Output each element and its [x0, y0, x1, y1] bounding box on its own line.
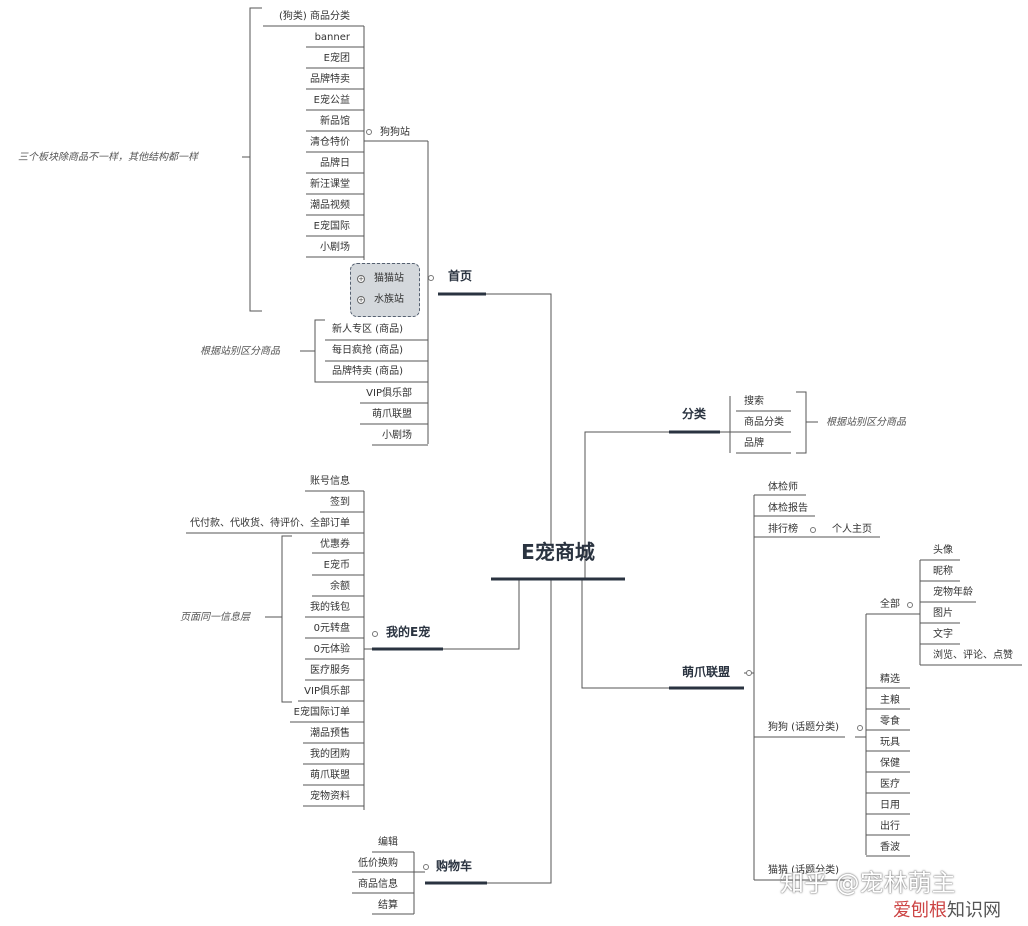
dog-item-7[interactable]: 品牌日 — [320, 158, 350, 169]
cart-topic[interactable]: 购物车 — [436, 859, 473, 873]
watermark-site: 爱刨根知识网 — [893, 896, 1001, 922]
all-label[interactable]: 全部 — [880, 599, 900, 610]
dog-item-10[interactable]: E宠国际 — [313, 221, 350, 232]
topic-item-2[interactable]: 零食 — [880, 716, 900, 727]
dog-topics-label[interactable]: 狗狗 (话题分类) — [768, 722, 839, 733]
category-item-1[interactable]: 商品分类 — [744, 417, 784, 428]
alliance-top-item-1[interactable]: 体检报告 — [768, 503, 808, 514]
all-item-2[interactable]: 宠物年龄 — [933, 587, 973, 598]
note-station-products: 根据站别区分商品 — [200, 346, 280, 357]
dog-item-8[interactable]: 新汪课堂 — [310, 179, 350, 190]
dog-item-11[interactable]: 小剧场 — [320, 242, 350, 253]
collapse-dot-icon[interactable] — [428, 275, 434, 281]
topic-item-3[interactable]: 玩具 — [880, 737, 900, 748]
alliance-top-item-0[interactable]: 体检师 — [768, 482, 798, 493]
cart-item-0[interactable]: 编辑 — [378, 837, 398, 848]
all-item-5[interactable]: 浏览、评论、点赞 — [933, 650, 1013, 661]
category-item-2[interactable]: 品牌 — [744, 438, 764, 449]
mine-bottom-item-0[interactable]: E宠国际订单 — [293, 707, 350, 718]
collapse-dot-icon[interactable] — [372, 631, 378, 637]
home-other-item-2[interactable]: 小剧场 — [382, 430, 412, 441]
product-item-1[interactable]: 每日疯抢 (商品) — [332, 345, 403, 356]
cat-topics-label[interactable]: 猫猫 (话题分类) — [768, 865, 839, 876]
mine-topic[interactable]: 我的E宠 — [386, 625, 431, 639]
watermark-red-text: 爱刨根 — [893, 900, 947, 921]
personal-page-label[interactable]: 个人主页 — [832, 524, 872, 535]
mine-layer-item-4[interactable]: 0元转盘 — [313, 623, 350, 634]
category-topic[interactable]: 分类 — [682, 407, 707, 421]
home-other-item-0[interactable]: VIP俱乐部 — [366, 388, 412, 399]
expand-plus-icon[interactable]: + — [357, 275, 365, 283]
home-other-item-1[interactable]: 萌爪联盟 — [372, 409, 412, 420]
watermark-gray-text: 知识网 — [947, 900, 1001, 921]
all-item-0[interactable]: 头像 — [933, 545, 953, 556]
mine-top-item-0[interactable]: 账号信息 — [310, 476, 350, 487]
note-three-stations: 三个板块除商品不一样，其他结构都一样 — [18, 152, 198, 163]
selected-stations-group[interactable] — [350, 263, 420, 317]
note-category: 根据站别区分商品 — [826, 417, 906, 428]
dog-station-label[interactable]: 狗狗站 — [380, 127, 410, 138]
cart-item-1[interactable]: 低价换购 — [358, 858, 398, 869]
product-item-0[interactable]: 新人专区 (商品) — [332, 324, 403, 335]
collapse-dot-icon[interactable] — [746, 670, 752, 676]
product-item-2[interactable]: 品牌特卖 (商品) — [332, 366, 403, 377]
dog-item-1[interactable]: banner — [314, 32, 350, 43]
collapse-dot-icon[interactable] — [907, 602, 913, 608]
collapse-dot-icon[interactable] — [857, 725, 863, 731]
dog-item-3[interactable]: 品牌特卖 — [310, 74, 350, 85]
topic-item-0[interactable]: 精选 — [880, 674, 900, 685]
dog-item-2[interactable]: E宠团 — [323, 53, 350, 64]
mine-bottom-item-1[interactable]: 潮品预售 — [310, 728, 350, 739]
topic-item-5[interactable]: 医疗 — [880, 779, 900, 790]
cart-item-2[interactable]: 商品信息 — [358, 879, 398, 890]
dog-item-5[interactable]: 新品馆 — [320, 116, 350, 127]
all-item-1[interactable]: 昵称 — [933, 566, 953, 577]
aqua-station-label[interactable]: 水族站 — [374, 294, 404, 305]
mine-bottom-item-2[interactable]: 我的团购 — [310, 749, 350, 760]
mine-layer-item-7[interactable]: VIP俱乐部 — [304, 686, 350, 697]
mine-layer-item-0[interactable]: 优惠券 — [320, 539, 350, 550]
topic-item-8[interactable]: 香波 — [880, 842, 900, 853]
mine-bottom-item-4[interactable]: 宠物资料 — [310, 791, 350, 802]
all-item-3[interactable]: 图片 — [933, 608, 953, 619]
alliance-topic[interactable]: 萌爪联盟 — [682, 665, 731, 679]
mine-bottom-item-3[interactable]: 萌爪联盟 — [310, 770, 350, 781]
collapse-dot-icon[interactable] — [810, 527, 816, 533]
alliance-top-item-2[interactable]: 排行榜 — [768, 524, 798, 535]
category-item-0[interactable]: 搜索 — [744, 396, 764, 407]
topic-item-4[interactable]: 保健 — [880, 758, 900, 769]
mine-layer-item-2[interactable]: 余额 — [330, 581, 350, 592]
collapse-dot-icon[interactable] — [366, 129, 372, 135]
dog-item-4[interactable]: E宠公益 — [313, 95, 350, 106]
cart-item-3[interactable]: 结算 — [378, 900, 398, 911]
all-item-4[interactable]: 文字 — [933, 629, 953, 640]
central-topic[interactable]: E宠商城 — [521, 540, 595, 564]
cat-station-label[interactable]: 猫猫站 — [374, 273, 404, 284]
topic-item-6[interactable]: 日用 — [880, 800, 900, 811]
mine-layer-item-3[interactable]: 我的钱包 — [310, 602, 350, 613]
watermark-zhihu: 知乎 @宠林萌主 — [780, 869, 956, 897]
dog-item-9[interactable]: 潮品视频 — [310, 200, 350, 211]
mine-top-item-1[interactable]: 签到 — [330, 497, 350, 508]
expand-plus-icon[interactable]: + — [357, 296, 365, 304]
topic-item-7[interactable]: 出行 — [880, 821, 900, 832]
topic-item-1[interactable]: 主粮 — [880, 695, 900, 706]
collapse-dot-icon[interactable] — [423, 864, 429, 870]
mine-layer-item-6[interactable]: 医疗服务 — [310, 665, 350, 676]
dog-item-0[interactable]: (狗类) 商品分类 — [279, 11, 350, 22]
mine-layer-item-1[interactable]: E宠币 — [323, 560, 350, 571]
home-topic[interactable]: 首页 — [448, 269, 473, 283]
mine-layer-item-5[interactable]: 0元体验 — [313, 644, 350, 655]
dog-item-6[interactable]: 清仓特价 — [310, 137, 350, 148]
mine-top-item-2[interactable]: 代付款、代收货、待评价、全部订单 — [190, 518, 350, 529]
note-same-layer: 页面同一信息层 — [180, 612, 250, 623]
